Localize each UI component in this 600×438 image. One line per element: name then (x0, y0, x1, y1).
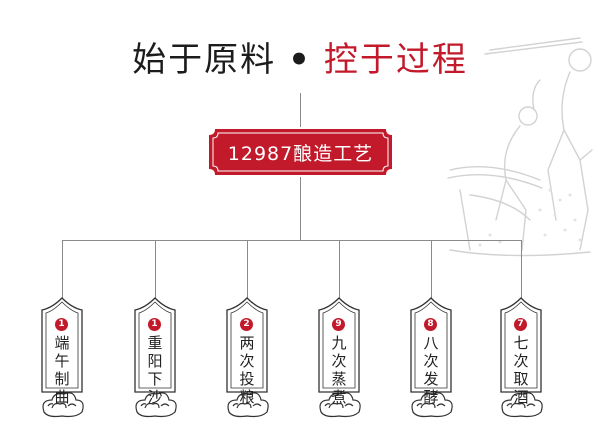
step-label: 两次投粮 (239, 334, 255, 406)
connector-bus (62, 240, 521, 241)
process-banner-label: 12987酿造工艺 (227, 142, 374, 165)
title-separator: • (288, 40, 312, 80)
tag-frame (318, 297, 361, 418)
step-tag-5: 8 八次发酵 (407, 296, 455, 428)
cloud-ornament-icon (227, 392, 269, 418)
page-title: 始于原料 • 控于过程 (0, 36, 600, 84)
step-number-badge: 9 (332, 318, 345, 331)
connector-drop-5 (431, 240, 432, 300)
step-number-badge: 1 (55, 318, 68, 331)
step-label: 八次发酵 (423, 334, 439, 406)
connector-drop-1 (62, 240, 63, 300)
step-tag-2: 1 重阳下沙 (131, 296, 179, 428)
step-number-badge: 7 (514, 318, 527, 331)
step-tag-4: 9 九次蒸煮 (315, 296, 363, 428)
step-number-badge: 8 (424, 318, 437, 331)
title-part-2: 控于过程 (323, 40, 468, 80)
connector-drop-2 (155, 240, 156, 300)
tag-frame (226, 297, 269, 418)
cloud-ornament-icon (319, 392, 361, 418)
step-number-badge: 1 (148, 318, 161, 331)
tag-frame (410, 297, 453, 418)
tag-frame (134, 297, 177, 418)
step-label: 七次取酒 (513, 334, 529, 406)
connector-title-to-node (300, 93, 301, 127)
cloud-ornament-icon (501, 392, 543, 418)
cloud-ornament-icon (42, 392, 84, 418)
connector-drop-3 (247, 240, 248, 300)
step-label: 重阳下沙 (147, 334, 163, 406)
step-tag-6: 7 七次取酒 (497, 296, 545, 428)
step-number-badge: 2 (240, 318, 253, 331)
process-banner: 12987酿造工艺 (203, 127, 398, 177)
step-tag-3: 2 两次投粮 (223, 296, 271, 428)
title-part-1: 始于原料 (132, 40, 277, 80)
step-label: 九次蒸煮 (331, 334, 347, 406)
connector-node-to-bus (300, 177, 301, 240)
step-label: 端午制曲 (54, 334, 70, 406)
tag-frame (41, 297, 84, 418)
connector-drop-4 (339, 240, 340, 300)
cloud-ornament-icon (411, 392, 453, 418)
step-tag-1: 1 端午制曲 (38, 296, 86, 428)
tag-frame (500, 297, 543, 418)
connector-drop-6 (521, 240, 522, 300)
cloud-ornament-icon (135, 392, 177, 418)
